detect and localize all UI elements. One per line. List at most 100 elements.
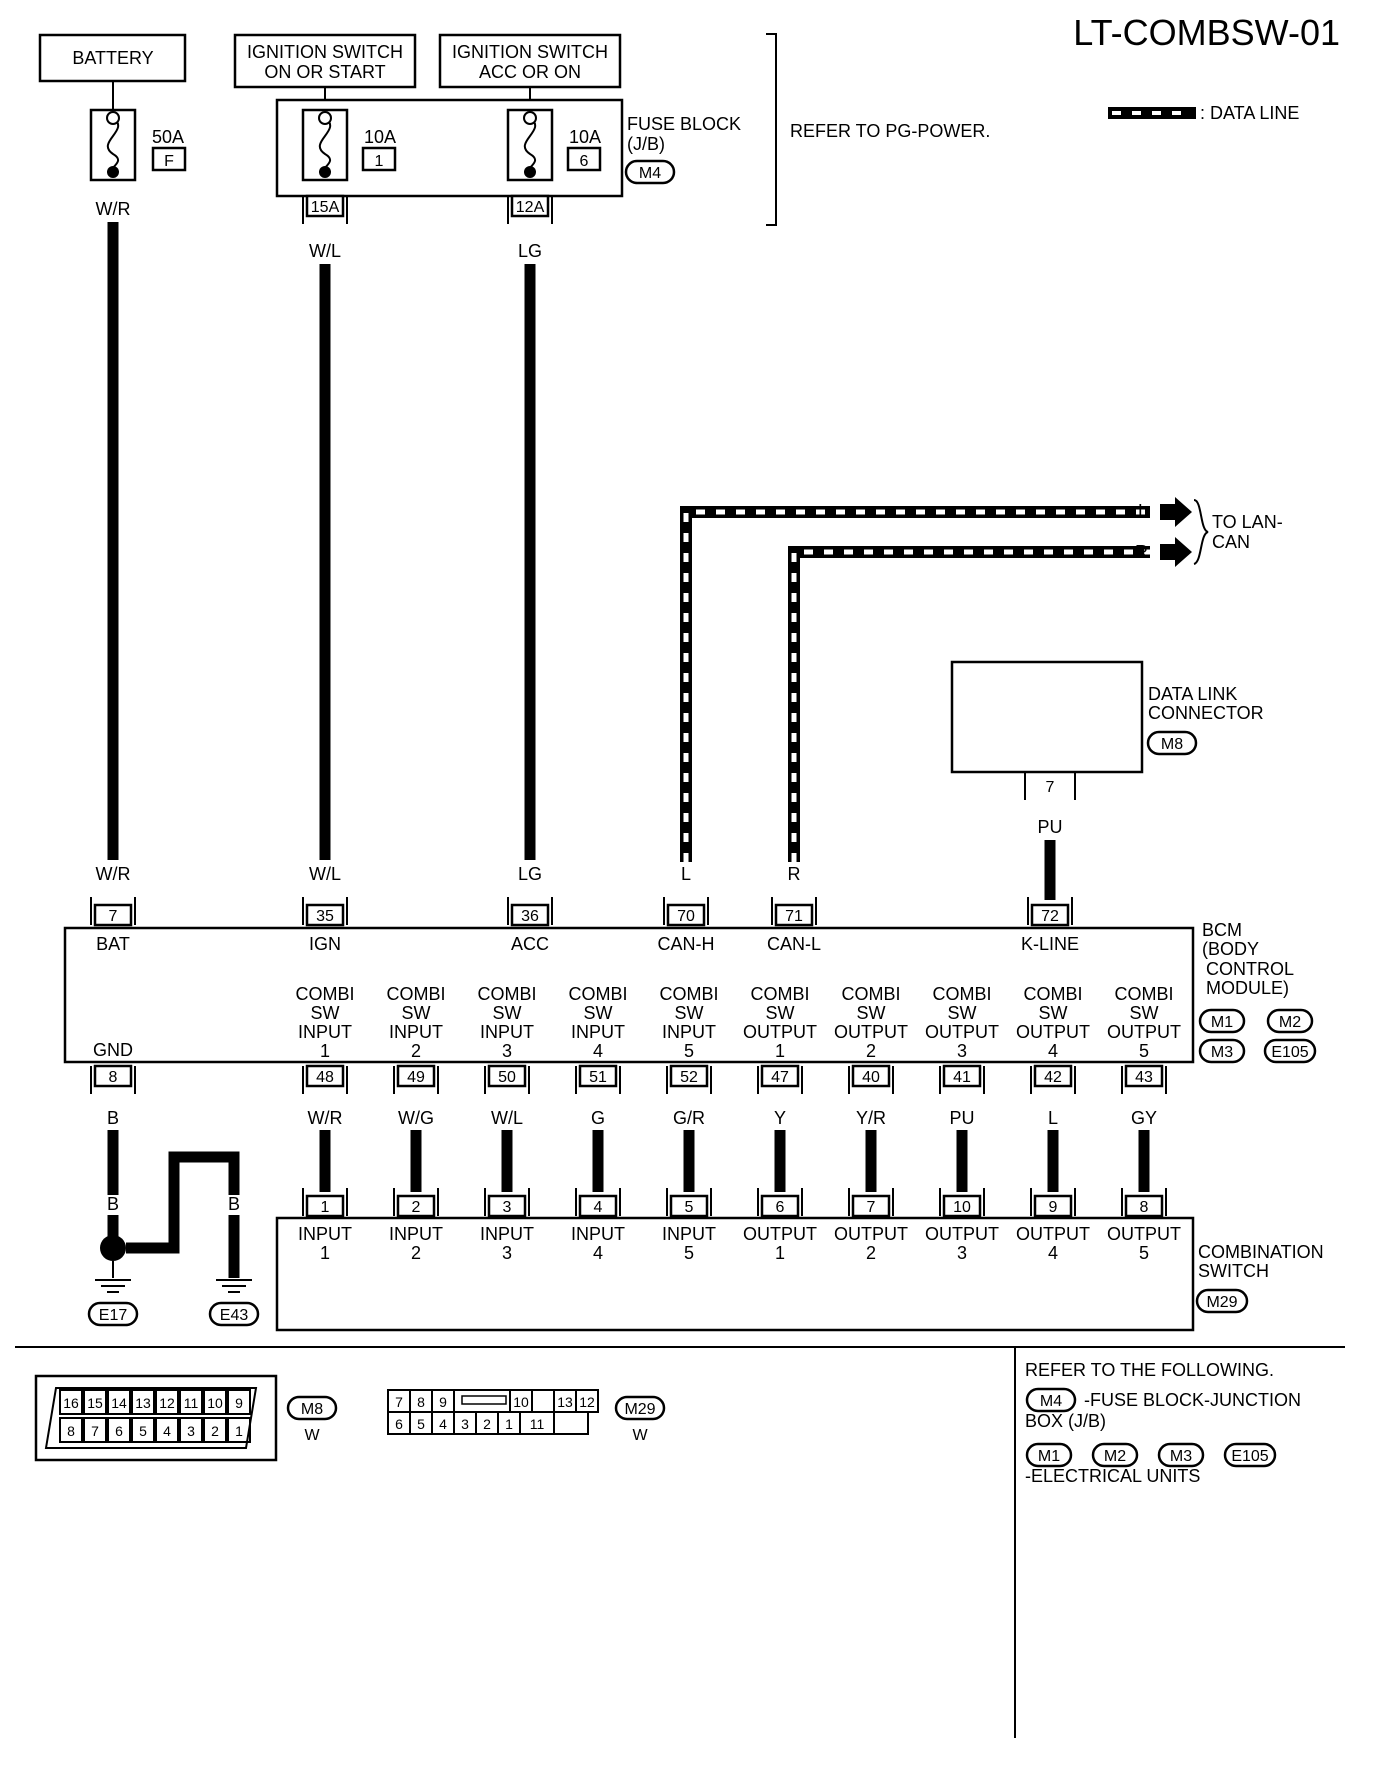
wire-can-h-color: L bbox=[681, 864, 691, 884]
combo-pin-4: 4 bbox=[594, 1199, 603, 1216]
bcm-terminal-pin-47: 47 bbox=[771, 1069, 789, 1086]
combo-pin-10-label-1: OUTPUT bbox=[925, 1224, 999, 1244]
bcm-terminal-40-label-1: COMBI bbox=[841, 984, 900, 1004]
m8-pin-cell-bottom-7 bbox=[83, 1417, 107, 1443]
combo-switch-title-2: SWITCH bbox=[1198, 1261, 1269, 1281]
combo-pin-1-label-2: 1 bbox=[320, 1243, 330, 1263]
m8-pin-4: 4 bbox=[163, 1423, 171, 1439]
combo-pin-7: 7 bbox=[867, 1199, 876, 1216]
refer-eu-m2: M2 bbox=[1104, 1448, 1126, 1465]
combo-pin-6-label-2: 1 bbox=[775, 1243, 785, 1263]
m8-pin-cell-top-14 bbox=[107, 1389, 131, 1415]
fuse-block-conn-oval bbox=[624, 159, 676, 185]
bcm-terminal-52-label-2: SW bbox=[675, 1003, 704, 1023]
m29-pin-10: 10 bbox=[513, 1394, 529, 1410]
battery-box bbox=[38, 33, 187, 83]
bcm-conn-e105: E105 bbox=[1271, 1044, 1308, 1061]
wire-ign-bottom-color: W/L bbox=[309, 864, 341, 884]
refer-m4-text-2: BOX (J/B) bbox=[1025, 1411, 1106, 1431]
ground-e43-icon bbox=[216, 1279, 252, 1293]
bcm-terminal-pin-48-box bbox=[305, 1064, 345, 1088]
combo-pin-10-box bbox=[942, 1194, 982, 1218]
fuse-6-terminal-bottom bbox=[524, 166, 536, 178]
bcm-top-pin-36-box bbox=[510, 903, 550, 927]
refer-eu-text: -ELECTRICAL UNITS bbox=[1025, 1466, 1200, 1486]
refer-eu-m1: M1 bbox=[1038, 1448, 1060, 1465]
bcm-top-pin-71: 71 bbox=[785, 908, 803, 925]
data-line-legend: : DATA LINE bbox=[1200, 103, 1299, 123]
fuse-1-rating: 10A bbox=[364, 127, 396, 147]
bcm-terminal-pin-50-box bbox=[487, 1064, 527, 1088]
combo-pin-5: 5 bbox=[685, 1199, 694, 1216]
refer-pg-power: REFER TO PG-POWER. bbox=[790, 121, 990, 141]
bcm-terminal-49-label-3: INPUT bbox=[389, 1022, 443, 1042]
bcm-terminal-52-label-4: 5 bbox=[684, 1041, 694, 1061]
m8-id-oval bbox=[286, 1395, 338, 1421]
bcm-terminal-pin-41: 41 bbox=[953, 1069, 971, 1086]
bcm-gnd-pin-bracket bbox=[90, 1066, 136, 1094]
combo-pin-7-label-2: 2 bbox=[866, 1243, 876, 1263]
m8-pin-cell-top-12 bbox=[155, 1389, 179, 1415]
bcm-terminal-pin-42-box bbox=[1033, 1064, 1073, 1088]
bcm-label-gnd: GND bbox=[93, 1040, 133, 1060]
combo-pin-8-box bbox=[1124, 1194, 1164, 1218]
refer-bracket bbox=[766, 33, 777, 226]
fuse-6-id-box bbox=[566, 146, 602, 172]
m8-pin-14: 14 bbox=[111, 1395, 127, 1411]
combo-pin-7-bracket bbox=[848, 1188, 894, 1216]
bcm-terminal-41-label-4: 3 bbox=[957, 1041, 967, 1061]
bcm-terminal-pin-43-box bbox=[1124, 1064, 1164, 1088]
refer-eu-m3-oval bbox=[1157, 1442, 1205, 1468]
combo-pin-3: 3 bbox=[503, 1199, 512, 1216]
combo-pin-5-box bbox=[669, 1194, 709, 1218]
bcm-terminal-40-label-4: 2 bbox=[866, 1041, 876, 1061]
combo-pin-2-label-2: 2 bbox=[411, 1243, 421, 1263]
bcm-terminal-47-label-3: OUTPUT bbox=[743, 1022, 817, 1042]
wire-acc-top-color: LG bbox=[518, 241, 542, 261]
bcm-title-3: CONTROL bbox=[1206, 959, 1294, 979]
bcm-title-2: (BODY bbox=[1202, 939, 1259, 959]
ground-e17-conn-oval bbox=[87, 1301, 139, 1327]
m29-pin-11: 11 bbox=[530, 1416, 545, 1432]
bcm-terminal-pin-43: 43 bbox=[1135, 1069, 1153, 1086]
m8-pin-8: 8 bbox=[67, 1423, 75, 1439]
m29-pin-8: 8 bbox=[417, 1394, 425, 1410]
combo-pin-1-label-1: INPUT bbox=[298, 1224, 352, 1244]
fuse-f-rating: 50A bbox=[152, 127, 184, 147]
combo-pin-5-label-1: INPUT bbox=[662, 1224, 716, 1244]
bcm-terminal-pin-41-bracket bbox=[939, 1066, 985, 1094]
bcm-gnd-pin: 8 bbox=[109, 1069, 118, 1086]
m29-pin-13: 13 bbox=[557, 1394, 573, 1410]
tag-15a-bracket bbox=[302, 196, 348, 224]
bcm-title-4: MODULE) bbox=[1206, 978, 1289, 998]
m8-pin-cell-top-11 bbox=[179, 1389, 203, 1415]
bcm-top-pin-70: 70 bbox=[677, 908, 695, 925]
refer-eu-m3: M3 bbox=[1170, 1448, 1192, 1465]
m8-pin-10: 10 bbox=[207, 1395, 223, 1411]
refer-m4-conn: M4 bbox=[1040, 1393, 1062, 1410]
bcm-terminal-43-label-2: SW bbox=[1130, 1003, 1159, 1023]
combo-pin-3-bracket bbox=[484, 1188, 530, 1216]
lan-r-arrow-icon bbox=[1160, 537, 1192, 567]
combo-pin-6-bracket bbox=[757, 1188, 803, 1216]
m8-pin-11: 11 bbox=[184, 1395, 199, 1411]
bcm-terminal-pin-40-bracket bbox=[848, 1066, 894, 1094]
bcm-top-pin-71-box bbox=[774, 903, 814, 927]
bcm-terminal-pin-48-bracket bbox=[302, 1066, 348, 1094]
refer-eu-m2-oval bbox=[1091, 1442, 1139, 1468]
m8-pin-6: 6 bbox=[115, 1423, 123, 1439]
wire-41-color: PU bbox=[949, 1108, 974, 1128]
bcm-terminal-40-label-3: OUTPUT bbox=[834, 1022, 908, 1042]
m8-pin-cell-bottom-2 bbox=[203, 1417, 227, 1443]
bcm-terminal-pin-51-box bbox=[578, 1064, 618, 1088]
can-h-line-outer bbox=[680, 506, 1150, 862]
combo-pin-10-label-2: 3 bbox=[957, 1243, 967, 1263]
combo-pin-6-box bbox=[760, 1194, 800, 1218]
bcm-conn-m3-oval bbox=[1198, 1038, 1246, 1064]
bcm-top-pin-7: 7 bbox=[109, 908, 118, 925]
bcm-top-pin-72-bracket bbox=[1027, 897, 1073, 925]
m8-pin-cell-bottom-6 bbox=[107, 1417, 131, 1443]
bcm-terminal-42-label-1: COMBI bbox=[1023, 984, 1082, 1004]
bcm-conn-m2: M2 bbox=[1279, 1014, 1301, 1031]
